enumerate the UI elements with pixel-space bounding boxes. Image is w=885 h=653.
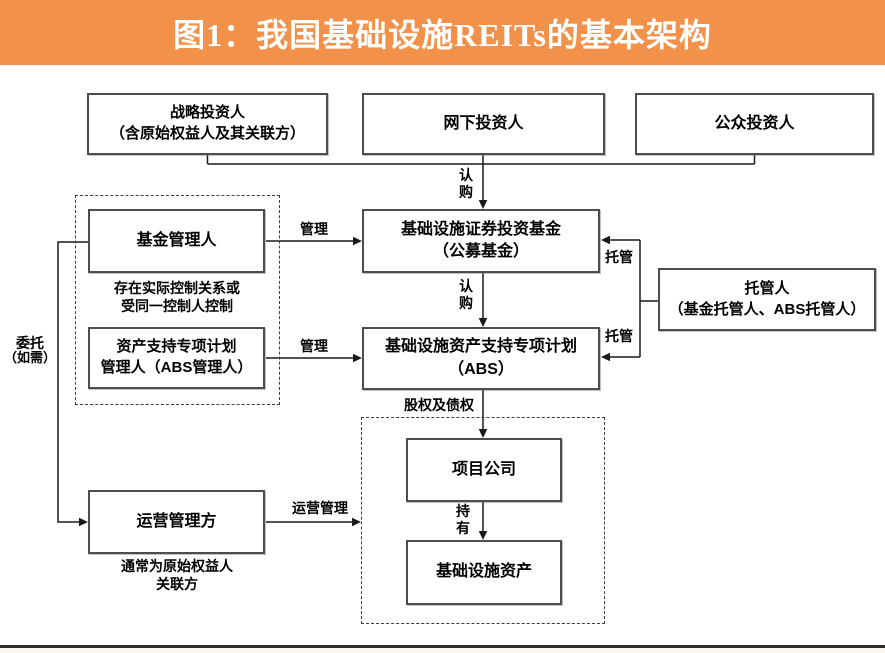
edge-label-equity-debt: 股权及债权 [404,397,474,413]
edge-label-custody-abs: 托管 [605,328,633,344]
edge-label-manage-abs: 管理 [300,338,328,354]
node-custodian: 托管人 （基金托管人、ABS托管人） [658,268,876,331]
node-label: 基础设施资产支持专项计划 [384,338,577,356]
asset-group-outline [361,417,605,624]
edge-label-manage-fund: 管理 [300,221,328,237]
figure-title-bar: 图1：我国基础设施REITs的基本架构 [0,0,885,65]
edge-label-custody-fund: 托管 [605,249,633,265]
node-label: 基础设施证券投资基金 [400,220,561,238]
page-bottom-rule [0,645,885,648]
node-label: 公众投资人 [714,114,795,132]
manager-group-outline [75,195,280,405]
node-label: （基金托管人、ABS托管人） [668,300,866,318]
edge-label-subscribe-top: 认购 [459,167,473,200]
node-label: （ABS） [448,360,514,378]
edge-label-entrust: 委托 （如需） [3,335,56,366]
node-label: 运营管理方 [136,512,217,530]
node-abs-plan: 基础设施资产支持专项计划 （ABS） [362,327,600,390]
node-label: （含原始权益人及其关联方） [109,125,305,142]
note-operator-affiliate: 通常为原始权益人 关联方 [121,558,233,592]
node-public-investor: 公众投资人 [635,93,874,155]
note-control-relationship: 存在实际控制关系或 受同一控制人控制 [114,280,240,314]
node-infrastructure-asset: 基础设施资产 [406,540,562,605]
node-project-company: 项目公司 [406,438,562,502]
node-label: 网下投资人 [443,114,524,132]
node-label: 基金管理人 [136,231,217,249]
node-abs-manager: 资产支持专项计划 管理人（ABS管理人） [88,327,265,389]
node-label: 管理人（ABS管理人） [100,359,253,376]
page-bottom-margin [0,647,885,653]
figure-title: 图1：我国基础设施REITs的基本架构 [173,16,712,53]
edge-label-operation-manage: 运营管理 [292,500,348,516]
node-label: 项目公司 [451,460,516,478]
node-offline-investor: 网下投资人 [362,93,605,155]
node-fund-manager: 基金管理人 [88,209,265,273]
node-label: 战略投资人 [169,104,245,122]
edge-label-subscribe-mid: 认购 [459,278,473,311]
node-strategic-investor: 战略投资人 （含原始权益人及其关联方） [87,93,328,155]
node-label: （公募基金） [432,243,529,260]
edge-label-hold: 持有 [456,503,470,536]
node-public-fund: 基础设施证券投资基金 （公募基金） [362,209,600,273]
node-label: 资产支持专项计划 [116,338,237,356]
node-label: 基础设施资产 [435,563,532,581]
node-operation-manager: 运营管理方 [88,490,265,554]
node-label: 托管人 [744,279,790,297]
